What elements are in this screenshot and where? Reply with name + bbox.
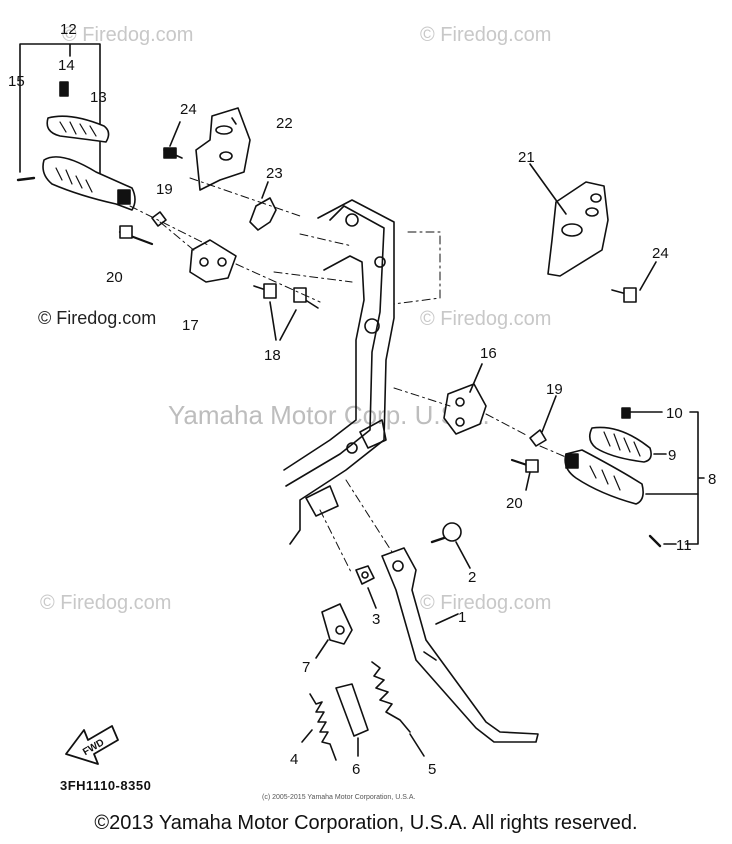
label-6: 6 [352, 761, 360, 778]
bracket-lines-8 [685, 411, 705, 545]
part-1-sidestand [381, 547, 539, 743]
label-11: 11 [676, 537, 692, 554]
part-12-footrest [42, 156, 136, 211]
label-19-lower: 19 [546, 381, 563, 398]
part-11-pin [648, 534, 677, 548]
footer-copyright: ©2013 Yamaha Motor Corporation, U.S.A. A… [94, 812, 638, 834]
label-3: 3 [372, 611, 380, 628]
part-21-plate [529, 163, 609, 277]
part-19-collar-lower [529, 395, 557, 447]
watermark-center: Yamaha Motor Corp. U.S.A. [168, 400, 490, 430]
part-7-plate [315, 603, 353, 659]
label-15: 15 [8, 73, 25, 90]
label-19-upper: 19 [156, 181, 173, 198]
part-20-bolt-upper [118, 225, 154, 246]
part-16-holder [443, 363, 487, 435]
part-6-sleeve [335, 683, 369, 757]
part-17-holder [189, 239, 237, 283]
label-23: 23 [266, 165, 283, 182]
label-1: 1 [458, 609, 466, 626]
part-5-spring [371, 661, 425, 757]
label-17: 17 [182, 317, 199, 334]
label-8: 8 [708, 471, 716, 488]
part-13-rubber [46, 115, 110, 143]
part-20-bolt-lower [510, 458, 539, 491]
watermark-mid-right: © Firedog.com [420, 308, 552, 330]
label-14: 14 [58, 57, 75, 74]
label-9: 9 [668, 447, 676, 464]
part-3-collar [355, 565, 377, 609]
label-2: 2 [468, 569, 476, 586]
part-23-bracket [249, 181, 277, 231]
label-20-upper: 20 [106, 269, 123, 286]
watermark-low-right: © Firedog.com [420, 592, 552, 614]
part-2-bolt [430, 522, 471, 569]
label-12: 12 [60, 21, 77, 38]
label-13: 13 [90, 89, 107, 106]
frame [283, 199, 395, 545]
fwd-arrow [65, 725, 119, 765]
part-code: 3FH1110-8350 [60, 778, 152, 793]
label-22: 22 [276, 115, 293, 132]
watermark-low-left: © Firedog.com [40, 592, 172, 614]
label-10: 10 [666, 405, 683, 422]
part-10-bolt [621, 407, 663, 419]
watermark-dark-left: © Firedog.com [38, 308, 157, 328]
label-24-lower: 24 [652, 245, 669, 262]
part-labels: 1 2 3 4 5 6 7 8 9 10 11 12 13 14 15 16 1… [8, 21, 716, 778]
label-16: 16 [480, 345, 497, 362]
label-5: 5 [428, 761, 436, 778]
part-9-rubber [588, 426, 667, 463]
bracket-lines-12 [19, 43, 101, 191]
label-21: 21 [518, 149, 535, 166]
part-22-plate [195, 107, 251, 191]
watermark-top-left: © Firedog.com [62, 24, 194, 46]
part-18-bolts [253, 283, 319, 341]
part-15-pin [16, 176, 36, 182]
small-copyright: (c) 2005-2015 Yamaha Motor Corporation, … [262, 794, 416, 801]
part-24-bolt-upper [163, 121, 183, 159]
part-8-footrest [564, 449, 699, 505]
label-7: 7 [302, 659, 310, 676]
part-14-bolt [59, 81, 69, 97]
label-4: 4 [290, 751, 298, 768]
label-18: 18 [264, 347, 281, 364]
part-4-spring [301, 693, 337, 761]
part-19-collar-upper [151, 211, 167, 227]
assembly-lines [129, 177, 569, 575]
label-24-upper: 24 [180, 101, 197, 118]
label-20-lower: 20 [506, 495, 523, 512]
watermark-top-right: © Firedog.com [420, 24, 552, 46]
part-24-bolt-lower [611, 261, 657, 303]
